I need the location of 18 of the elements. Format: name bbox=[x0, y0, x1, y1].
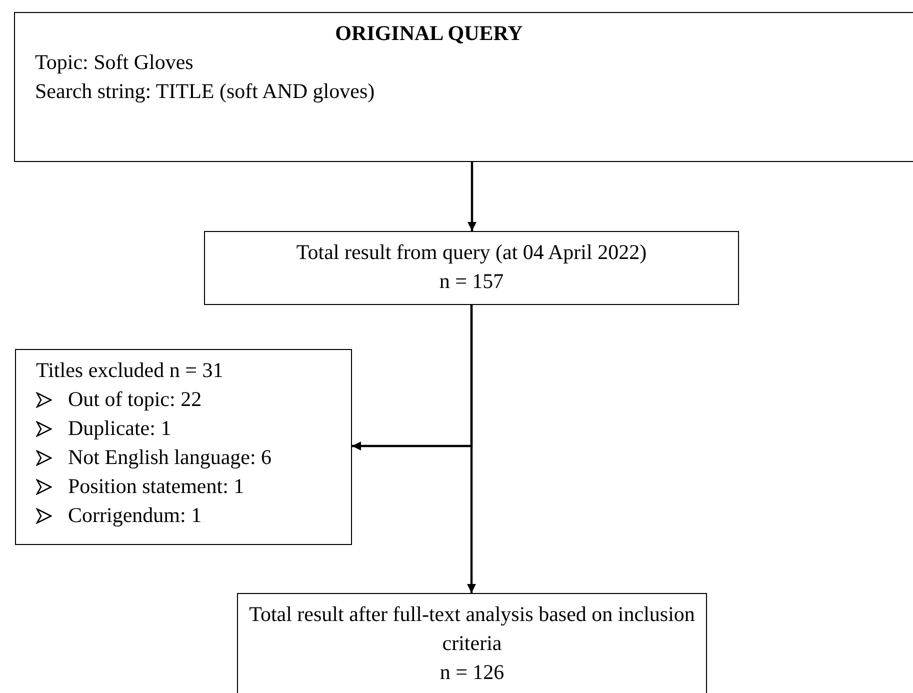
exclusion-box bbox=[15, 349, 352, 545]
process-box bbox=[237, 593, 707, 693]
arrow bbox=[468, 162, 476, 231]
exclusion-reason: Duplicate: 1 bbox=[68, 415, 172, 442]
box-text: n = 157 bbox=[438, 268, 505, 295]
box-text: n = 126 bbox=[438, 659, 506, 686]
exclusion-reason: Corrigendum: 1 bbox=[68, 502, 202, 529]
process-box bbox=[204, 231, 739, 305]
exclusion-reason: Not English language: 6 bbox=[68, 444, 272, 471]
box-text: Search string: TITLE (soft AND gloves) bbox=[35, 78, 376, 105]
box-heading: Titles excluded n = 31 bbox=[36, 357, 224, 384]
arrow bbox=[467, 305, 476, 593]
box-text: Topic: Soft Gloves bbox=[35, 49, 194, 76]
exclusion-reason: Position statement: 1 bbox=[68, 473, 244, 500]
box-heading: ORIGINAL QUERY bbox=[334, 20, 524, 47]
box-text: Total result from query (at 04 April 2022) bbox=[295, 239, 648, 266]
query-box bbox=[14, 12, 913, 162]
exclusion-reason: Out of topic: 22 bbox=[68, 386, 202, 413]
